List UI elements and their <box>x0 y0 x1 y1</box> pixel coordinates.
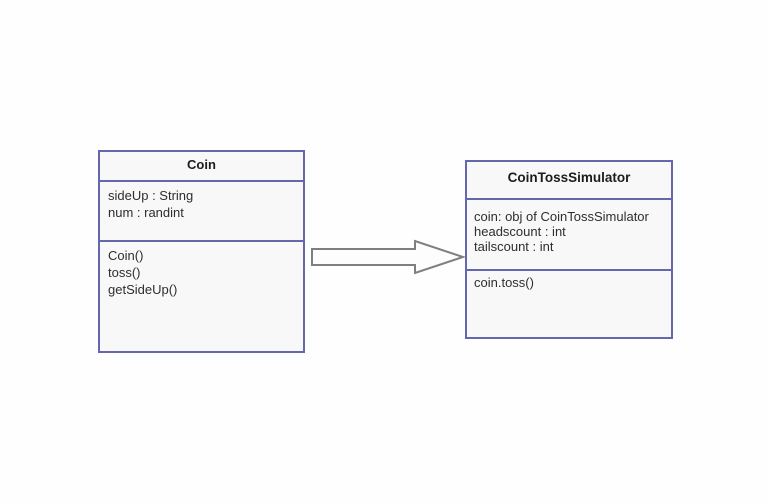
method-line: Coin() <box>108 248 144 263</box>
attribute-line: headscount : int <box>474 224 566 239</box>
attributes-section-cointosssimulator: coin: obj of CoinTossSimulator headscoun… <box>467 200 671 271</box>
class-title-coin: Coin <box>100 152 303 182</box>
class-box-coin: Coin sideUp : String num : randint Coin(… <box>98 150 305 353</box>
block-arrow-right-icon <box>311 239 467 275</box>
attributes-section-coin: sideUp : String num : randint <box>100 182 303 242</box>
attribute-line: tailscount : int <box>474 239 554 254</box>
method-line: coin.toss() <box>474 275 534 290</box>
class-box-cointosssimulator: CoinTossSimulator coin: obj of CoinTossS… <box>465 160 673 339</box>
methods-section-cointosssimulator: coin.toss() <box>467 271 671 290</box>
method-line: toss() <box>108 265 141 280</box>
attribute-line: num : randint <box>108 205 184 220</box>
attribute-line: coin: obj of CoinTossSimulator <box>474 209 649 224</box>
method-line: getSideUp() <box>108 282 178 297</box>
methods-section-coin: Coin() toss() getSideUp() <box>100 242 303 298</box>
attribute-line: sideUp : String <box>108 188 194 203</box>
class-title-cointosssimulator: CoinTossSimulator <box>467 162 671 200</box>
